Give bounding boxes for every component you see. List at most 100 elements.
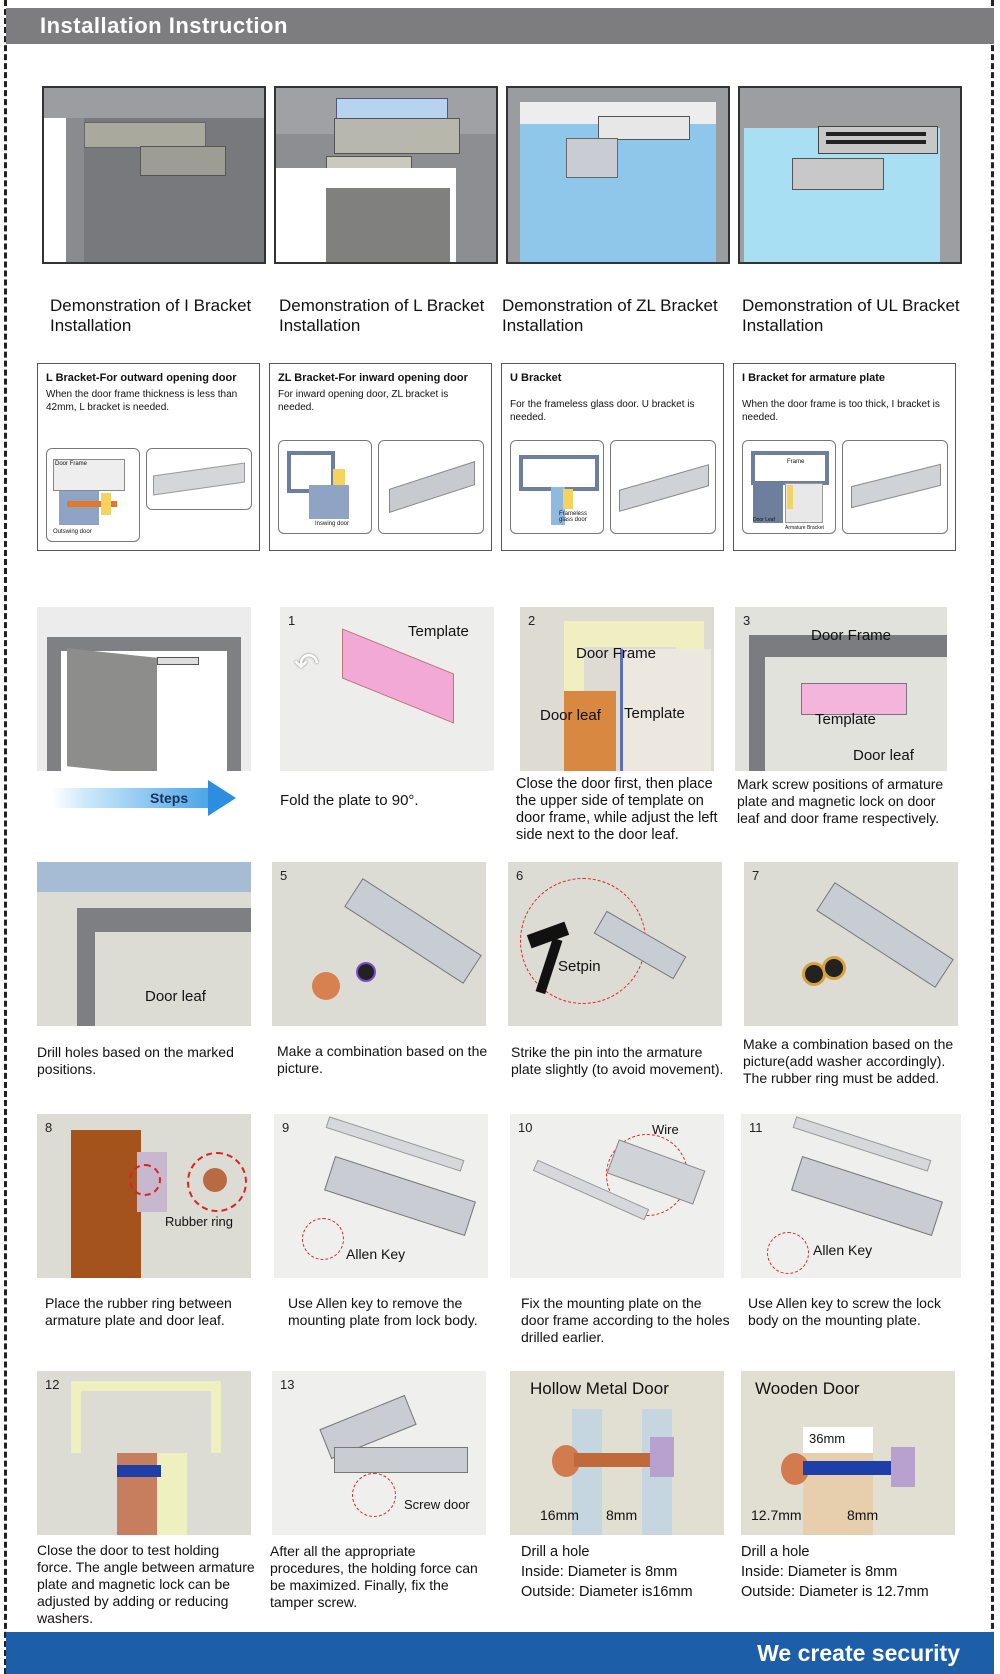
hollow-metal-door-image: Hollow Metal Door 16mm 8mm (510, 1371, 724, 1535)
step-label: Door Frame (576, 645, 657, 662)
diagram-label: Door Leaf (753, 517, 775, 523)
wooden-door-notes: Drill a hole Inside: Diameter is 8mm Out… (741, 1542, 955, 1602)
footer-slogan: We create security (757, 1640, 960, 1666)
step-5-desc: Make a combination based on the picture. (277, 1043, 488, 1076)
demo-photo-l-bracket (274, 86, 498, 264)
l-bracket-image (146, 448, 252, 510)
diagram-label: Frameless glass door (559, 511, 588, 523)
demo-caption-l-bracket: Demonstration of L Bracket Installation (279, 296, 485, 335)
step-6-desc: Strike the pin into the armature plate s… (511, 1044, 724, 1077)
header-bar: Installation Instruction (6, 8, 994, 44)
step-10-image: 10 Wire (510, 1114, 724, 1278)
u-bracket-image (610, 440, 716, 534)
diagram-i-bracket: Frame Door Leaf Armature Bracket (742, 440, 836, 534)
note-line: Inside: Diameter is 8mm (521, 1564, 678, 1580)
step-number: 10 (518, 1120, 533, 1135)
hollow-dim-inside: 8mm (606, 1507, 638, 1523)
step-number: 7 (752, 868, 760, 883)
card-description: When the door frame is too thick, I brac… (742, 399, 940, 423)
card-title: L Bracket-For outward opening door (46, 372, 237, 384)
step-11-image: 11 Allen Key (741, 1114, 961, 1278)
step-6-image: 6 Setpin (508, 862, 722, 1026)
demo-photo-zl-bracket (506, 86, 730, 264)
diagram-label: Outswing door (53, 529, 92, 535)
diagram-u-bracket: Frameless glass door (510, 440, 604, 534)
wooden-dim-inside: 8mm (847, 1507, 879, 1523)
step-number: 6 (516, 868, 524, 883)
page-title: Installation Instruction (40, 13, 288, 38)
footer-bar: We create security (6, 1632, 994, 1674)
diagram-zl-bracket: Inswing door (278, 440, 372, 534)
card-title: I Bracket for armature plate (742, 372, 886, 384)
step-number: 1 (288, 613, 296, 628)
step-7-image: 7 (744, 862, 958, 1026)
step-2-desc: Close the door first, then place the upp… (516, 776, 718, 843)
diagram-label: Frame (787, 459, 805, 465)
page-border (4, 0, 994, 1674)
step-label: Door leaf (145, 988, 206, 1005)
step-number: 13 (280, 1377, 295, 1392)
note-line: Outside: Diameter is 12.7mm (741, 1584, 929, 1600)
steps-arrow: Steps (52, 780, 238, 816)
demo-caption-ul-bracket: Demonstration of UL Bracket Installation (742, 296, 960, 335)
wooden-door-title: Wooden Door (755, 1379, 860, 1398)
step-label: Rubber ring (165, 1214, 233, 1229)
step-number: 5 (280, 868, 288, 883)
wooden-door-image: Wooden Door 36mm 12.7mm 8mm (741, 1371, 955, 1535)
step-number: 11 (749, 1120, 763, 1135)
diagram-label: Armature Bracket (785, 525, 824, 531)
card-title: U Bracket (510, 372, 562, 384)
step-label: Template (408, 623, 469, 640)
step-8-image: 8 Rubber ring (37, 1114, 251, 1278)
fold-arrow-icon: ↶ (294, 648, 320, 681)
card-i-bracket: I Bracket for armature plate When the do… (733, 363, 956, 551)
step-11-desc: Use Allen key to screw the lock body on … (748, 1295, 941, 1328)
step-13-image: 13 Screw door (272, 1371, 486, 1535)
card-description: For inward opening door, ZL bracket is n… (278, 389, 449, 413)
card-description: For the frameless glass door. U bracket … (510, 399, 695, 423)
steps-label: Steps (150, 790, 189, 806)
step-3-image: 3 Door Frame Template Door leaf (735, 607, 947, 771)
step-label: Door leaf (853, 747, 914, 764)
card-title: ZL Bracket-For inward opening door (278, 372, 468, 384)
step-2-image: 2 Door Frame Door leaf Template (520, 607, 714, 771)
demo-caption-zl-bracket: Demonstration of ZL Bracket Installation (502, 296, 718, 335)
step-label: Door Frame (811, 627, 892, 644)
hollow-door-notes: Drill a hole Inside: Diameter is 8mm Out… (521, 1542, 735, 1602)
note-line: Outside: Diameter is16mm (521, 1584, 693, 1600)
step-number: 3 (743, 613, 751, 628)
wooden-dim-depth: 36mm (809, 1431, 846, 1446)
step-10-desc: Fix the mounting plate on the door frame… (521, 1295, 730, 1345)
step-12-image: 12 (37, 1371, 251, 1535)
step-label: Wire (652, 1122, 679, 1137)
step-number: 12 (45, 1377, 60, 1392)
demo-photo-ul-bracket (738, 86, 962, 264)
card-description: When the door frame thickness is less th… (46, 389, 238, 413)
step-number: 2 (528, 613, 536, 628)
step-8-desc: Place the rubber ring between armature p… (45, 1295, 232, 1328)
diagram-l-bracket: Door Frame Outswing door (46, 448, 140, 542)
note-line: Drill a hole (521, 1544, 590, 1560)
step-9-image: 9 Allen Key (274, 1114, 488, 1278)
step-number: 9 (282, 1120, 290, 1135)
step-7-desc: Make a combination based on the picture(… (743, 1036, 954, 1086)
step-label: Template (815, 711, 876, 728)
card-u-bracket: U Bracket For the frameless glass door. … (501, 363, 724, 551)
note-line: Drill a hole (741, 1544, 810, 1560)
step-3-desc: Mark screw positions of armature plate a… (737, 776, 944, 826)
step-label: Template (624, 705, 685, 722)
demo-caption-i-bracket: Demonstration of I Bracket Installation (50, 296, 252, 335)
hollow-door-title: Hollow Metal Door (530, 1379, 669, 1398)
note-line: Inside: Diameter is 8mm (741, 1564, 898, 1580)
step-13-desc: After all the appropriate procedures, th… (270, 1543, 478, 1610)
step-9-desc: Use Allen key to remove the mounting pla… (288, 1295, 478, 1328)
step-1-image: 1 Template ↶ (280, 607, 494, 771)
step-4-image: 4 Door leaf (37, 862, 251, 1026)
demo-photo-i-bracket (42, 86, 266, 264)
zl-bracket-image (378, 440, 484, 534)
diagram-label: Inswing door (315, 521, 350, 527)
door-overview-image (37, 607, 251, 771)
card-zl-bracket: ZL Bracket-For inward opening door For i… (269, 363, 492, 551)
step-label: Allen Key (813, 1242, 873, 1258)
wooden-dim-outside: 12.7mm (751, 1507, 802, 1523)
